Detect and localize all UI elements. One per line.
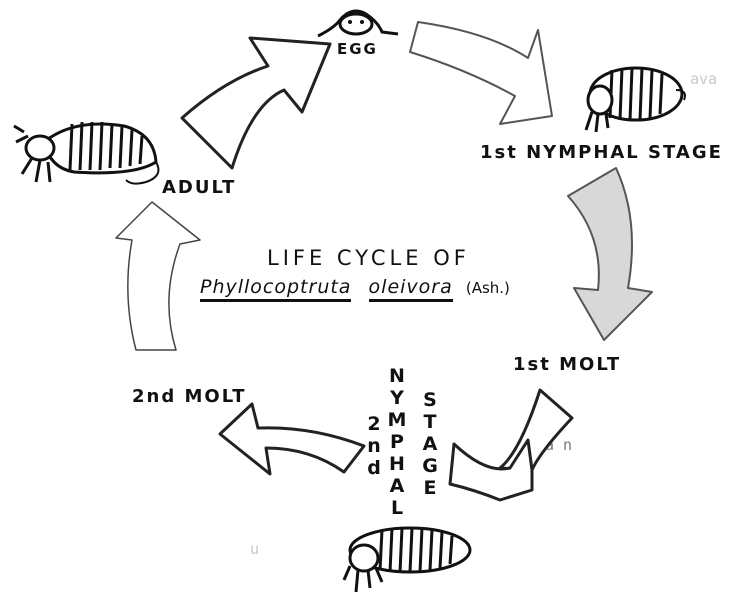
arrow-nymph1-to-molt1 — [568, 168, 652, 340]
arrow-molt1-to-nymph2 — [500, 390, 572, 470]
adult-label: ADULT — [162, 177, 236, 198]
species-author: (Ash.) — [466, 279, 510, 297]
species-genus: Phyllocoptruta — [200, 276, 351, 302]
diagram-title-line2: Phyllocoptruta oleivora (Ash.) — [200, 276, 510, 298]
first-molt-label: 1st MOLT — [513, 354, 621, 375]
species-name: oleivora — [369, 276, 453, 302]
first-nymphal-stage-label: 1st NYMPHAL STAGE — [480, 142, 723, 163]
arrow-nymph2-to-molt2 — [220, 404, 364, 474]
second-nymphal-stage-nymphal: N Y M P H A L — [386, 365, 408, 519]
arrow-molt2-to-adult — [116, 202, 200, 350]
second-molt-label: 2nd MOLT — [132, 386, 246, 407]
second-nymphal-stage-stage: S T A G E — [419, 389, 441, 499]
arrow-adult-to-egg — [182, 38, 330, 168]
second-nymphal-stage-2nd: 2 n d — [363, 413, 385, 479]
arrow-egg-to-nymph1 — [410, 22, 552, 124]
diagram-title-line1: LIFE CYCLE OF — [267, 246, 470, 270]
egg-label: EGG — [337, 40, 378, 58]
